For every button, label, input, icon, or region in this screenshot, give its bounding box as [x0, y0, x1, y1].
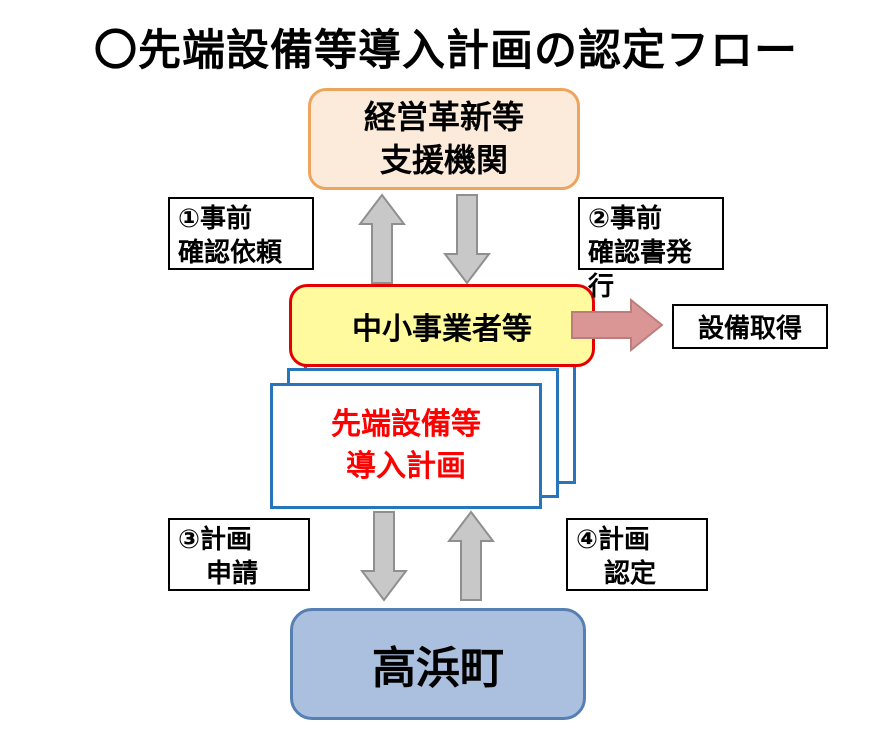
node-town-label: 高浜町	[372, 644, 504, 693]
step-label-4-line1: ④計画	[576, 524, 651, 554]
node-town: 高浜町	[290, 608, 586, 720]
up-arrow-icon	[447, 510, 495, 601]
step-label-1-line2: 確認依頼	[178, 236, 283, 267]
down-arrow-icon	[360, 511, 408, 602]
node-sme-label: 中小事業者等	[352, 312, 532, 346]
down-arrow-icon	[443, 194, 491, 285]
node-support-org-line2: 支援機関	[379, 142, 508, 178]
step-label-1-line1: ①事前	[178, 203, 253, 233]
step-label-2-line2: 確認書発行	[588, 236, 693, 301]
equipment-acquisition-box: 設備取得	[672, 304, 828, 349]
node-sme: 中小事業者等	[289, 284, 595, 367]
node-support-org-line1: 経営革新等	[363, 98, 524, 135]
step-label-2: ②事前 確認書発行	[578, 197, 724, 301]
plan-doc-line2: 導入計画	[346, 450, 466, 483]
up-arrow-icon	[358, 193, 406, 284]
step-label-2-line1: ②事前	[588, 203, 663, 233]
equipment-acquisition-label: 設備取得	[697, 313, 802, 343]
step-label-4-line2: 認定	[604, 557, 657, 588]
step-label-3: ③計画 申請	[168, 518, 310, 591]
step-label-4: ④計画 認定	[566, 518, 708, 591]
step-label-1: ①事前 確認依頼	[168, 197, 314, 270]
plan-doc-front: 先端設備等 導入計画	[270, 383, 542, 509]
step-label-3-line2: 申請	[206, 557, 259, 588]
node-support-org: 経営革新等 支援機関	[308, 88, 580, 190]
page-title: 〇先端設備等導入計画の認定フロー	[94, 27, 798, 75]
step-label-3-line1: ③計画	[178, 524, 253, 554]
plan-doc-line1: 先端設備等	[331, 408, 481, 441]
right-arrow-icon	[571, 298, 664, 352]
